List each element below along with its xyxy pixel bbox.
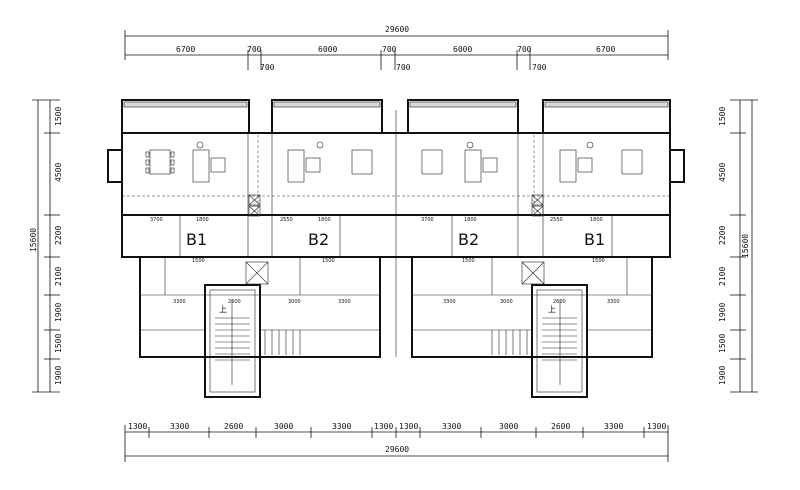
svg-text:2550: 2550 (280, 217, 293, 223)
bottom-seg-3: 2600 (224, 422, 243, 431)
bottom-dimension-chain: 1300 3300 2600 3000 3300 1300 1300 3300 … (124, 422, 669, 462)
unit-label-b1-right: B1 (584, 230, 605, 249)
bottom-seg-4: 3000 (274, 422, 293, 431)
svg-text:3000: 3000 (500, 299, 513, 305)
svg-text:1800: 1800 (318, 217, 331, 223)
shafts (248, 194, 544, 217)
top-seg-5: 6000 (453, 45, 472, 54)
top-dimension-chain: 29600 6700 700 6000 700 6000 700 6700 70… (124, 25, 669, 72)
svg-text:3300: 3300 (338, 299, 351, 305)
unit-label-b2-left: B2 (308, 230, 329, 249)
svg-text:2600: 2600 (553, 299, 566, 305)
right-seg-5: 1900 (718, 303, 727, 322)
furniture (145, 141, 643, 183)
bottom-seg-10: 2600 (551, 422, 570, 431)
right-seg-6: 1500 (718, 334, 727, 353)
top-seg-2: 700 (247, 45, 262, 54)
right-seg-1: 1500 (718, 107, 727, 126)
top-seg-7: 6700 (596, 45, 615, 54)
interior-dimensions-row2: 1500 1500 1500 1500 (192, 258, 605, 264)
elevator-left (245, 261, 269, 285)
right-seg-4: 2100 (718, 267, 727, 286)
bottom-seg-9: 3000 (499, 422, 518, 431)
top-seg-1: 6700 (176, 45, 195, 54)
elevator-right (521, 261, 545, 285)
bottom-seg-2: 3300 (170, 422, 189, 431)
svg-text:3300: 3300 (173, 299, 186, 305)
bottom-seg-1: 1300 (128, 422, 147, 431)
top-sub-1: 700 (260, 63, 275, 72)
left-seg-5: 1900 (54, 303, 63, 322)
top-seg-4: 700 (382, 45, 397, 54)
svg-text:3300: 3300 (607, 299, 620, 305)
svg-text:1500: 1500 (192, 258, 205, 264)
svg-text:1800: 1800 (590, 217, 603, 223)
top-seg-3: 6000 (318, 45, 337, 54)
unit-label-b2-right: B2 (458, 230, 479, 249)
stair-flights (215, 300, 577, 385)
stair-up-label-left: 上 (219, 305, 227, 314)
left-overall-dimension: 15600 (29, 228, 38, 252)
svg-text:1500: 1500 (592, 258, 605, 264)
bottom-seg-11: 3300 (604, 422, 623, 431)
left-seg-6: 1500 (54, 334, 63, 353)
bottom-seg-8: 3300 (442, 422, 461, 431)
right-seg-3: 2200 (718, 226, 727, 245)
svg-text:3700: 3700 (150, 217, 163, 223)
svg-text:2550: 2550 (550, 217, 563, 223)
left-seg-2: 4500 (54, 163, 63, 182)
center-dashed-lines (122, 135, 670, 215)
bottom-overall-dimension: 29600 (385, 445, 409, 454)
interior-dimensions-row1: 3700 1800 2550 1800 3700 1800 2550 1800 (150, 217, 603, 223)
svg-text:1500: 1500 (322, 258, 335, 264)
top-sub-3: 700 (532, 63, 547, 72)
right-seg-2: 4500 (718, 163, 727, 182)
right-overall-dimension: 15600 (741, 234, 750, 258)
unit-label-b1-left: B1 (186, 230, 207, 249)
top-seg-6: 700 (517, 45, 532, 54)
left-dimension-chain: 15600 1500 4500 2200 2100 1900 1500 1900 (29, 99, 63, 393)
right-dimension-chain: 15600 1500 4500 2200 2100 1900 1500 1900 (718, 99, 758, 393)
svg-text:1800: 1800 (464, 217, 477, 223)
left-seg-7: 1900 (54, 366, 63, 385)
bottom-seg-12: 1300 (647, 422, 666, 431)
bottom-seg-5: 3300 (332, 422, 351, 431)
left-seg-4: 2100 (54, 267, 63, 286)
bottom-seg-6: 1300 (374, 422, 393, 431)
top-overall-dimension: 29600 (385, 25, 409, 34)
bottom-seg-7: 1300 (399, 422, 418, 431)
interior-dimensions-row3: 3300 2600 3000 3300 3300 3000 2600 3300 (173, 299, 620, 305)
left-seg-1: 1500 (54, 107, 63, 126)
svg-text:1800: 1800 (196, 217, 209, 223)
interior-partitions (140, 110, 652, 357)
svg-text:1500: 1500 (462, 258, 475, 264)
svg-text:3700: 3700 (421, 217, 434, 223)
right-seg-7: 1900 (718, 366, 727, 385)
top-sub-2: 700 (396, 63, 411, 72)
svg-text:3000: 3000 (288, 299, 301, 305)
svg-text:2600: 2600 (228, 299, 241, 305)
svg-text:3300: 3300 (443, 299, 456, 305)
left-seg-3: 2200 (54, 226, 63, 245)
stair-up-label-right: 上 (548, 305, 556, 314)
